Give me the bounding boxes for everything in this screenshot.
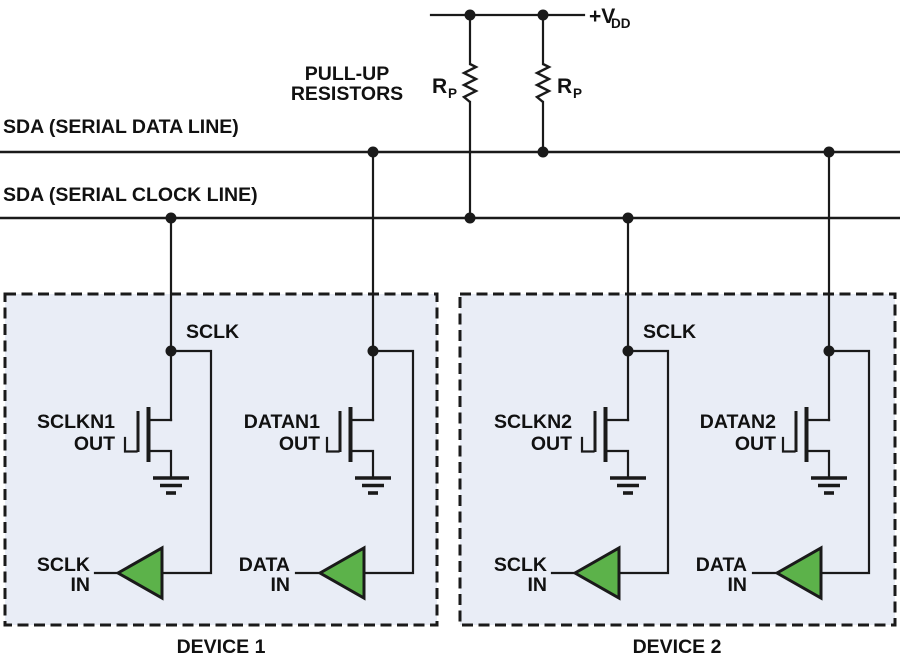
device1-clock-input-label-line2: IN [71, 574, 91, 596]
pullup-caption-line1: PULL-UP [305, 63, 390, 85]
device2-caption: DEVICE 2 [633, 636, 722, 658]
device2-data-fet-label-line2: OUT [735, 433, 776, 455]
device2-clock-branch-wire [617, 349, 670, 575]
serial-clock-line: SDA (SERIAL CLOCK LINE) [0, 184, 900, 220]
device2-clock-input-label-line2: IN [528, 574, 548, 596]
device1-data-input-label-line2: IN [271, 574, 291, 596]
device1-sclk-label: SCLK [186, 321, 239, 343]
device1-clock-branch-wire [160, 349, 213, 575]
junction-dot [464, 9, 476, 21]
device1-data-branch-wire [362, 349, 415, 575]
device2: SCLK SCLKN2 OUT SCLK IN [494, 150, 871, 658]
nmos-gate-lead-wire [781, 436, 796, 453]
serial-data-line: SDA (SERIAL DATA LINE) [0, 116, 900, 154]
junction-dot [165, 212, 177, 224]
device2-clock-nmos-symbol [580, 407, 630, 478]
device2-data-fet-label-line1: DATAN2 [700, 411, 776, 433]
rp-right-label: R [557, 75, 572, 98]
device1-data-nmos-symbol [325, 407, 375, 478]
device2-data-branch-wire [819, 349, 871, 575]
device2-clock-fet-label-line1: SCLKN2 [494, 411, 572, 433]
rp-left-label: R [432, 75, 447, 98]
input-buffer-icon [114, 545, 164, 601]
junction-dot [823, 345, 835, 357]
nmos-gate-lead-wire [580, 436, 595, 453]
device1-clock-fet-label-line1: SCLKN1 [37, 411, 115, 433]
device2-data-input-label-line1: DATA [696, 554, 747, 576]
pullup-resistor-right: R P [534, 13, 582, 154]
device1-clock-nmos-symbol [123, 407, 173, 478]
nmos-gate-lead-wire [325, 436, 340, 453]
device1-clock-input-buffer [93, 545, 164, 601]
device2-data-input-label-line2: IN [728, 574, 748, 596]
nmos-source-wire [805, 449, 831, 478]
pullup-caption-line2: RESISTORS [291, 83, 403, 105]
junction-dot [622, 212, 634, 224]
junction-dot [537, 9, 549, 21]
device2-clock-ground-symbol [610, 476, 646, 495]
rp-left-subscript: P [448, 86, 457, 101]
pullup-resistor-left: R P [432, 13, 479, 220]
device2-data-ground-symbol [811, 476, 847, 495]
device2-data-input-buffer [751, 545, 823, 601]
sda-line-label: SDA (SERIAL DATA LINE) [3, 116, 239, 138]
rp-right-subscript: P [573, 86, 582, 101]
device1-data-input-label-line1: DATA [239, 554, 290, 576]
device1-data-fet-label-line2: OUT [279, 433, 320, 455]
junction-dot [537, 146, 549, 158]
device2-data-nmos-symbol [781, 407, 831, 478]
device1-clock-fet-label-line2: OUT [74, 433, 115, 455]
vdd-rail: +V DD [429, 5, 631, 31]
junction-dot [367, 345, 379, 357]
nmos-source-wire [349, 449, 375, 478]
junction-dots [165, 9, 835, 357]
device2-clock-fet-label-line2: OUT [531, 433, 572, 455]
junction-dot [622, 345, 634, 357]
device2-clock-input-label-line1: SCLK [494, 554, 547, 576]
device2-clock-input-buffer [550, 545, 621, 601]
junction-dot [165, 345, 177, 357]
device1-clock-ground-symbol [153, 476, 189, 495]
input-buffer-icon [571, 545, 621, 601]
pullup-resistors: PULL-UP RESISTORS R P R P [291, 13, 582, 220]
junction-dot [367, 146, 379, 158]
junction-dot [464, 212, 476, 224]
input-buffer-icon [316, 545, 366, 601]
input-buffer-icon [773, 545, 823, 601]
device1-data-fet-label-line1: DATAN1 [244, 411, 320, 433]
vdd-label: +V [589, 5, 615, 28]
resistor-zigzag-icon [534, 62, 552, 103]
device1-data-input-buffer [294, 545, 366, 601]
nmos-source-wire [604, 449, 630, 478]
device1-data-ground-symbol [355, 476, 391, 495]
device1-clock-input-label-line1: SCLK [37, 554, 90, 576]
device1: SCLK SCLKN1 OUT SCLK IN [37, 150, 415, 658]
junction-dot [823, 146, 835, 158]
scl-line-label: SDA (SERIAL CLOCK LINE) [3, 184, 258, 206]
vdd-subscript-label: DD [611, 16, 631, 31]
nmos-gate-lead-wire [123, 436, 138, 453]
device1-caption: DEVICE 1 [177, 636, 266, 658]
device2-sclk-label: SCLK [643, 321, 696, 343]
nmos-source-wire [147, 449, 173, 478]
resistor-zigzag-icon [461, 62, 479, 103]
